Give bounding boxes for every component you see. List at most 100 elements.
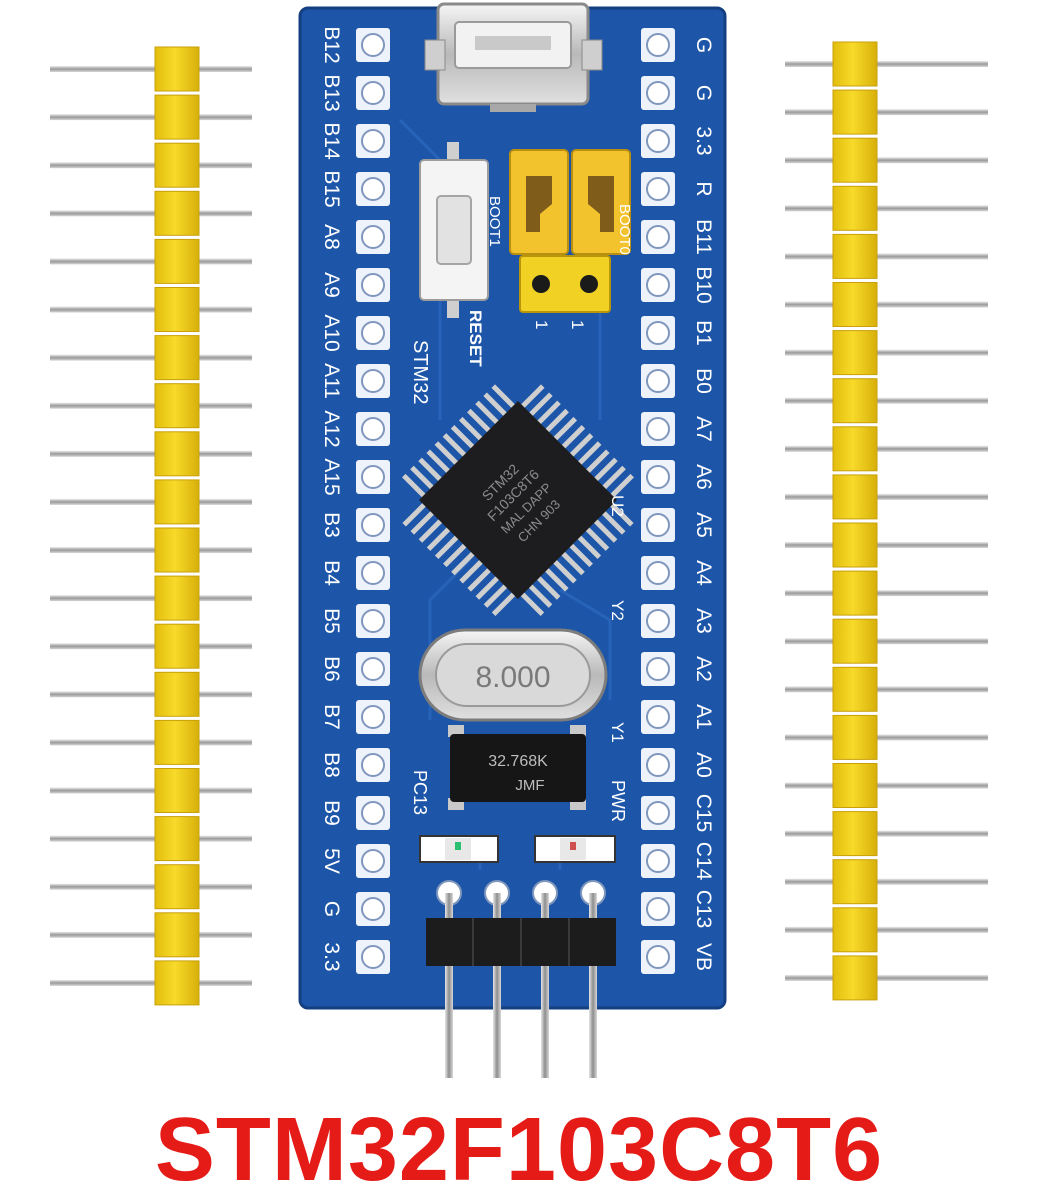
chip-pin: [568, 433, 594, 458]
header-pin: [50, 739, 252, 746]
header-block: [154, 623, 200, 669]
chip-pin: [402, 501, 428, 527]
pin-hole: [361, 753, 385, 777]
pin-hole: [361, 33, 385, 57]
pin-label-left: B3: [320, 512, 343, 538]
chip-pin: [535, 574, 561, 600]
pin-hole: [361, 225, 385, 249]
header-pin: [785, 878, 988, 885]
pin-label-right: 3.3: [692, 126, 715, 155]
pin-label-right: VB: [692, 943, 715, 971]
header-block: [154, 238, 200, 284]
chip-pin: [584, 449, 610, 475]
pin-label-right: B11: [692, 219, 715, 255]
header-pin: [50, 402, 252, 409]
pin-label-right: C15: [692, 794, 715, 833]
chip-pin: [519, 384, 545, 410]
pin-hole: [646, 609, 670, 633]
chip-pin: [426, 449, 452, 475]
header-pin: [785, 590, 988, 597]
left-pin-holes: B12B13B14B15A8A9A10A11A12A15B3B4B5B6B7B8…: [320, 26, 390, 974]
chip-pin: [402, 473, 427, 499]
silk-reset: RESET: [466, 310, 485, 367]
chip-pin: [491, 591, 517, 616]
header-block: [832, 41, 878, 87]
header-block: [832, 859, 878, 905]
header-pin: [785, 301, 988, 308]
chip-pin: [426, 526, 452, 551]
chip-pin: [543, 566, 569, 592]
header-block: [832, 233, 878, 279]
header-pin: [785, 493, 988, 500]
pin-label-left: B9: [320, 800, 343, 826]
pin-hole: [361, 321, 385, 345]
crystal-rtc-marking-2: JMF: [515, 777, 544, 794]
reset-button: [419, 142, 489, 318]
swd-pin: [445, 960, 453, 1078]
header-block: [154, 431, 200, 477]
pin-hole: [361, 465, 385, 489]
header-pin: [50, 66, 252, 72]
chip-pin: [475, 400, 500, 426]
pin-label-right: B10: [692, 266, 715, 303]
swd-pin-top: [541, 893, 549, 920]
pin-label-right: A7: [692, 416, 715, 442]
chip-pin: [450, 425, 476, 450]
pin-label-left: A9: [320, 272, 343, 298]
header-block: [154, 768, 200, 813]
header-block: [832, 570, 878, 616]
pin-label-right: C13: [692, 890, 715, 929]
header-block: [154, 94, 200, 140]
pin-hole: [646, 465, 670, 489]
chip-pin: [551, 558, 577, 584]
header-block: [832, 907, 878, 953]
pin-label-left: B6: [320, 656, 343, 682]
silk-led-left: PC13: [410, 770, 430, 815]
pin-label-left: B8: [320, 752, 343, 778]
pin-label-left: A10: [320, 314, 343, 351]
pin-hole: [646, 417, 670, 441]
chip-pin: [418, 457, 444, 483]
header-block: [832, 282, 878, 327]
pin-label-left: B13: [320, 74, 343, 111]
header-pin: [50, 787, 252, 794]
header-pin: [50, 210, 252, 217]
header-pin: [785, 782, 988, 789]
pin-hole: [361, 945, 385, 969]
header-pin: [50, 547, 252, 553]
chip-pin: [584, 526, 610, 551]
pin-hole: [646, 513, 670, 537]
pin-label-left: A12: [320, 410, 343, 447]
header-block: [154, 575, 200, 621]
pin-hole: [646, 657, 670, 681]
chip-pin: [568, 542, 593, 568]
pin-label-left: B12: [320, 26, 343, 63]
pin-label-left: B15: [320, 170, 343, 207]
chip-pin: [434, 534, 460, 560]
crystal-rtc: [448, 725, 586, 810]
header-block: [154, 719, 200, 765]
pin-label-right: A4: [692, 560, 715, 586]
pin-label-right: A0: [692, 752, 715, 778]
chip-pin: [544, 408, 569, 434]
crystal-main-marking: 8.000: [475, 661, 550, 694]
pin-label-left: B7: [320, 704, 343, 730]
header-block: [832, 89, 878, 135]
left-pin-header: [50, 46, 252, 1006]
led-pwr: [534, 835, 616, 863]
header-block: [832, 137, 878, 183]
header-block: [154, 912, 200, 958]
pin-label-right: A5: [692, 512, 715, 538]
header-block: [832, 714, 878, 760]
chip-pin: [576, 534, 602, 560]
chip-pin: [600, 509, 626, 535]
chip-pin: [491, 384, 517, 410]
pin-hole: [646, 33, 670, 57]
swd-pin: [493, 960, 501, 1078]
chip-pin: [434, 441, 460, 467]
pin-label-left: G: [320, 901, 343, 917]
header-pin: [785, 830, 988, 837]
header-block: [832, 763, 878, 808]
silk-jumper-left: 1: [532, 320, 551, 329]
